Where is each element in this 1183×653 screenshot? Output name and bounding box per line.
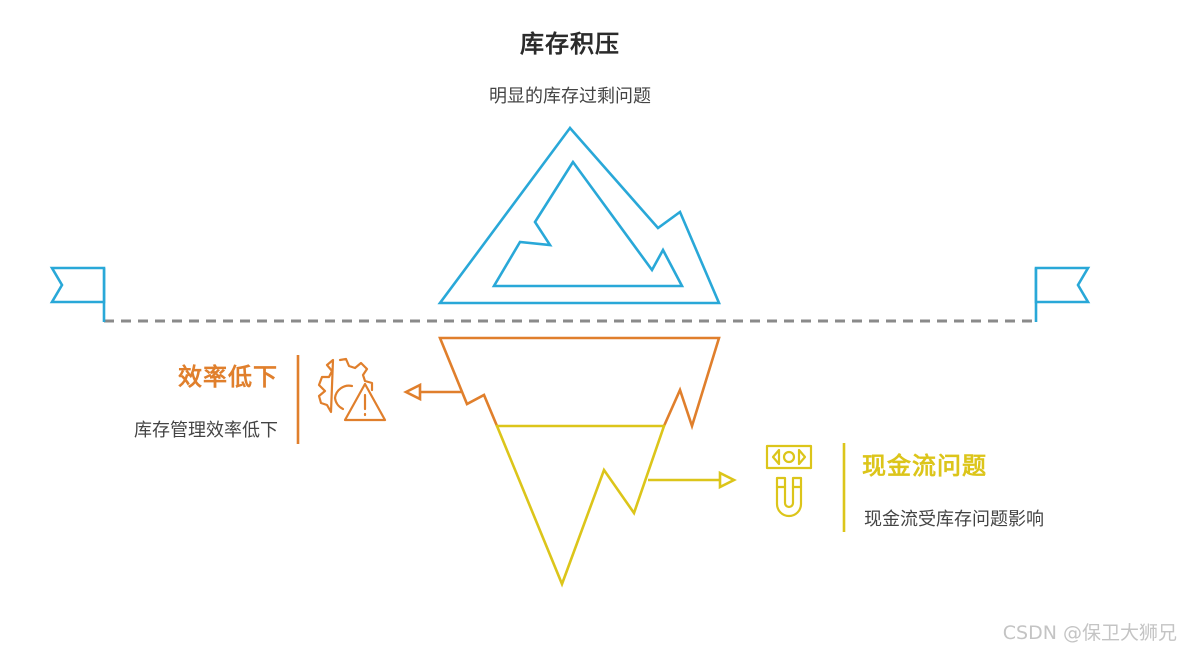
left-arrow: [403, 382, 461, 402]
right-callout-description: 现金流受库存问题影响: [864, 509, 1044, 530]
gear-warning-icon: [317, 357, 387, 422]
left-callout-title: 效率低下: [178, 363, 278, 391]
watermark: CSDN @保卫大狮兄: [1002, 622, 1177, 644]
right-flag-icon: [1034, 266, 1091, 322]
left-callout-description: 库存管理效率低下: [134, 420, 278, 441]
right-arrow: [648, 470, 737, 490]
iceberg-middle-orange: [438, 336, 721, 431]
right-callout-title: 现金流问题: [862, 452, 987, 480]
money-magnet-icon: [765, 444, 813, 518]
diagram-subtitle: 明显的库存过剩问题: [489, 86, 651, 107]
iceberg-bottom-yellow: [495, 424, 666, 588]
diagram-title: 库存积压: [520, 30, 620, 58]
iceberg-tip: [437, 125, 721, 305]
left-flag-icon: [49, 266, 106, 322]
